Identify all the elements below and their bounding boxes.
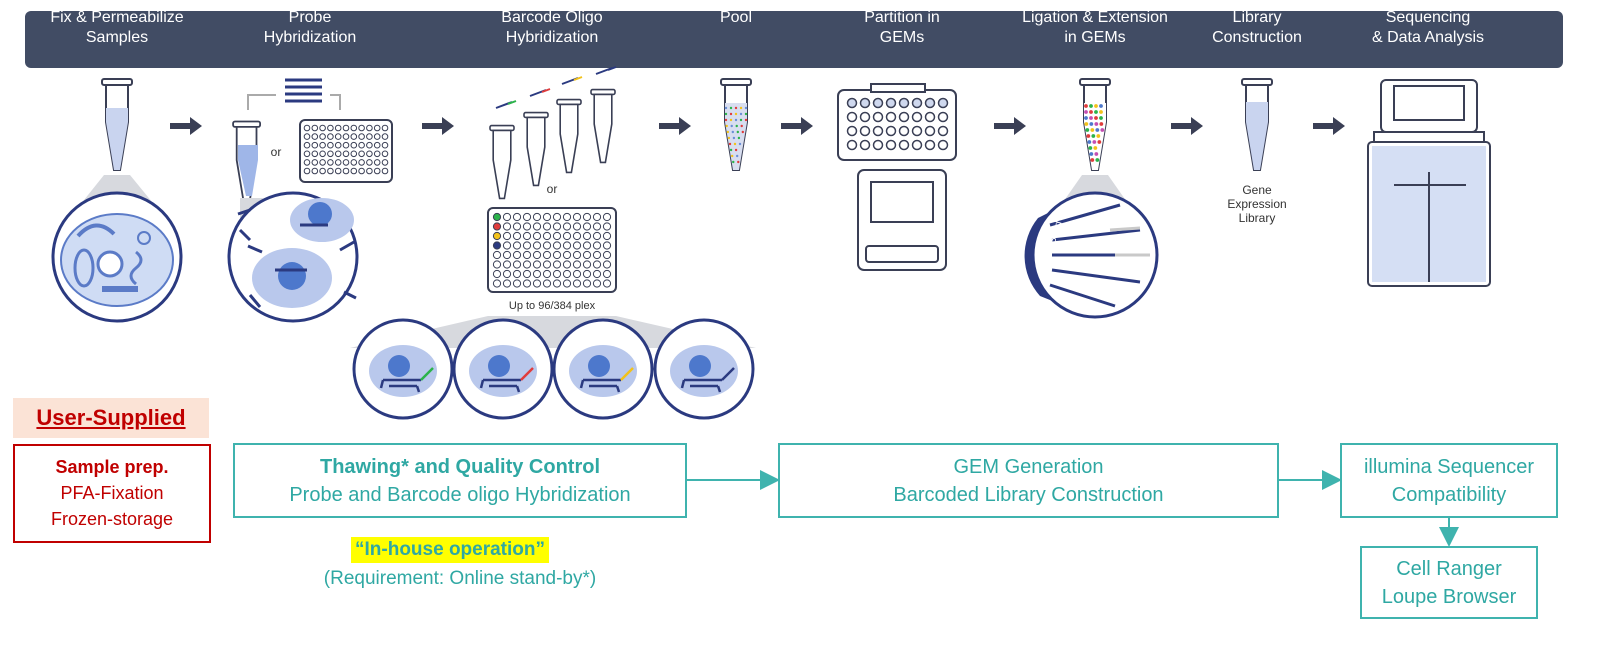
flow-box-software: Cell Ranger Loupe Browser <box>1360 546 1538 619</box>
requirement-note: (Requirement: Online stand-by*) <box>323 568 597 589</box>
gene-library-label: Gene Expression Library <box>1227 183 1287 225</box>
barcode-tubes-icon <box>489 66 617 200</box>
probe-stack-icon <box>285 78 322 103</box>
flow-box-qc-line2: Probe and Barcode oligo Hybridization <box>289 484 631 506</box>
step-title-barcode: Barcode Oligo Hybridization <box>501 9 603 46</box>
or-label-2: or <box>546 182 558 196</box>
plex-label: Up to 96/384 plex <box>508 300 596 312</box>
barcode-plate-wells <box>492 212 612 288</box>
gel-bead-icon: Gel Bead <box>1024 191 1159 319</box>
step-title-partition: Partition in GEMs <box>864 9 940 46</box>
cell-diagram-icon <box>51 191 183 323</box>
flow-box-gem: GEM Generation Barcoded Library Construc… <box>778 443 1279 518</box>
workflow-header <box>25 11 1563 68</box>
user-supplied-line3: Frozen-storage <box>50 509 174 529</box>
barcode-cell-4 <box>653 318 755 420</box>
step-title-ligation: Ligation & Extension in GEMs <box>1022 9 1168 46</box>
barcode-cell-2 <box>452 318 554 420</box>
step-title-library: Library Construction <box>1212 9 1302 46</box>
user-supplied-title: User-Supplied <box>13 398 209 438</box>
library-tube-icon <box>1241 78 1273 171</box>
flow-box-gem-line1: GEM Generation <box>953 456 1104 478</box>
flow-box-software-line1: Cell Ranger <box>1396 558 1502 580</box>
barcode-cell-3 <box>552 318 654 420</box>
user-supplied-title-text: User-Supplied <box>36 405 186 430</box>
user-supplied-box: Sample prep. PFA-Fixation Frozen-storage <box>13 444 211 543</box>
step-title-probe: Probe Hybridization <box>263 9 357 46</box>
flow-box-qc: Thawing* and Quality Control Probe and B… <box>233 443 687 518</box>
step-arrows <box>170 117 1345 135</box>
flow-box-sequencer-line2: Compatibility <box>1391 484 1507 506</box>
flow-box-sequencer: illumina Sequencer Compatibility <box>1340 443 1558 518</box>
pool-tube-icon <box>720 78 752 171</box>
probe-tube-icon <box>232 120 262 205</box>
flow-box-qc-line1: Thawing* and Quality Control <box>320 456 600 478</box>
step-title-pool: Pool <box>719 9 753 26</box>
user-supplied-line2: PFA-Fixation <box>60 483 164 503</box>
flow-box-software-line2: Loupe Browser <box>1381 586 1517 608</box>
gem-tube-icon <box>1079 78 1111 171</box>
barcode-cell-1 <box>352 318 454 420</box>
step-title-fix: Fix & Permeabilize Samples <box>50 9 184 46</box>
user-supplied-line1: Sample prep. <box>55 457 169 477</box>
fix-tube-icon <box>101 78 133 171</box>
flow-box-gem-line2: Barcoded Library Construction <box>893 484 1164 506</box>
step-title-sequencing: Sequencing & Data Analysis <box>1371 9 1485 46</box>
sequencer-icon <box>1367 79 1491 287</box>
inhouse-highlight: “In-house operation” <box>351 537 549 563</box>
flow-connectors <box>687 470 1459 547</box>
chromium-controller-icon <box>837 83 957 271</box>
barcode-cells <box>352 318 755 420</box>
probe-cell-icon <box>227 191 359 323</box>
magnify-cone-3 <box>350 316 756 348</box>
probe-plate-wells <box>303 124 389 175</box>
or-label-1: or <box>270 145 282 159</box>
flow-box-sequencer-line1: illumina Sequencer <box>1363 456 1535 478</box>
